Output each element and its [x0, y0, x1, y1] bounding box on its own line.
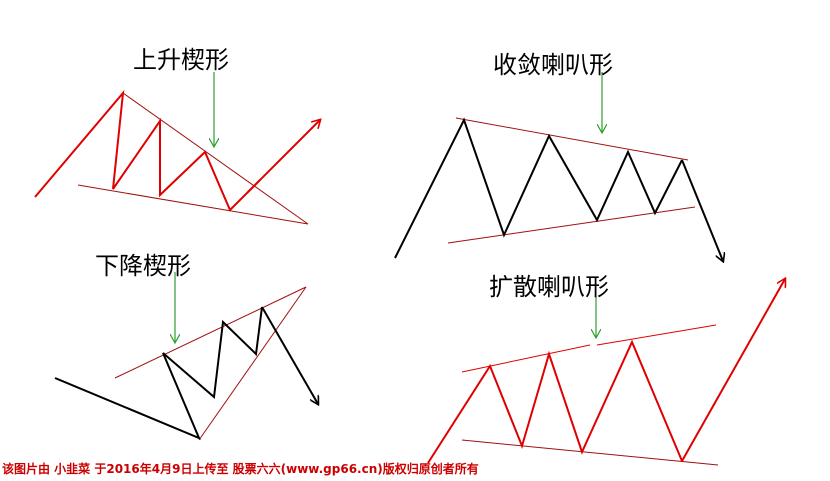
expanding-horn-price-line — [427, 339, 683, 464]
falling-wedge-breakout-arrow — [261, 306, 318, 404]
falling-wedge-price-line — [54, 306, 263, 440]
expanding-horn-upper-trendline-right — [596, 324, 717, 346]
falling-wedge-lower-trendline — [198, 286, 307, 441]
rising-wedge-title: 上升楔形 — [133, 46, 229, 74]
expanding-horn-upper-trendline-left — [461, 344, 591, 373]
expanding-horn-title: 扩散喇叭形 — [489, 273, 609, 301]
rising-wedge-breakout-arrow — [247, 120, 320, 193]
converging-horn-pattern — [394, 72, 723, 261]
rising-wedge-price-line — [34, 89, 261, 212]
rising-wedge-lower-trendline — [77, 184, 309, 225]
converging-horn-title: 收敛喇叭形 — [493, 51, 613, 79]
falling-wedge-upper-trendline — [114, 286, 307, 379]
rising-wedge-upper-trendline — [122, 92, 309, 225]
falling-wedge-title: 下降楔形 — [95, 252, 191, 280]
expanding-horn-breakout-arrow — [681, 279, 785, 462]
expanding-horn-lower-trendline — [461, 439, 719, 466]
converging-horn-breakout-arrow — [681, 159, 723, 261]
rising-wedge-pattern — [34, 72, 320, 225]
falling-wedge-pattern — [54, 272, 318, 441]
converging-horn-upper-trendline — [455, 117, 689, 161]
copyright-footer: 该图片由 小韭菜 于2016年4月9日上传至 股票六六(www.gp66.cn)… — [2, 462, 479, 476]
converging-horn-lower-trendline — [447, 206, 696, 244]
expanding-horn-pattern — [427, 279, 785, 466]
converging-horn-price-line — [394, 117, 683, 259]
